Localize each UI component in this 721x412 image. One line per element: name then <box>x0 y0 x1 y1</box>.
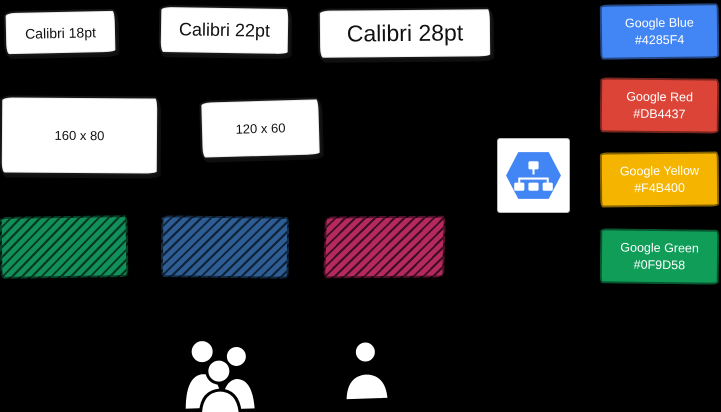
font-sample-22pt-box[interactable]: Calibri 22pt <box>158 4 291 57</box>
color-swatch-google-green[interactable]: Google Green #0F9D58 <box>599 228 720 285</box>
size-sample-120x60-box[interactable]: 120 x 60 <box>199 97 322 160</box>
size-sample-160x80-box[interactable]: 160 x 80 <box>0 95 160 176</box>
swatch-hex: #4285F4 <box>634 32 685 48</box>
font-sample-18pt-label: Calibri 18pt <box>24 23 97 42</box>
network-hexagon-card[interactable] <box>497 138 570 213</box>
color-swatch-google-yellow[interactable]: Google Yellow #F4B400 <box>599 151 720 208</box>
swatch-hex: #F4B400 <box>634 180 685 196</box>
font-sample-28pt-box[interactable]: Calibri 28pt <box>317 7 493 60</box>
size-sample-160x80-label: 160 x 80 <box>54 127 105 144</box>
font-sample-22pt-label: Calibri 22pt <box>178 19 271 41</box>
person-icon[interactable] <box>337 337 395 403</box>
color-swatch-google-red[interactable]: Google Red #DB4437 <box>599 77 720 134</box>
network-hexagon-icon <box>506 152 561 199</box>
swatch-name: Google Yellow <box>619 163 700 179</box>
color-swatch-google-blue[interactable]: Google Blue #4285F4 <box>599 3 720 60</box>
swatch-hex: #DB4437 <box>633 106 686 122</box>
swatch-name: Google Green <box>620 240 699 256</box>
pink-hatch-swatch[interactable] <box>323 215 446 279</box>
green-hatch-swatch[interactable] <box>0 215 129 279</box>
font-sample-18pt-box[interactable]: Calibri 18pt <box>3 8 118 57</box>
font-sample-28pt-label: Calibri 28pt <box>346 19 464 47</box>
swatch-name: Google Red <box>626 89 694 105</box>
swatch-name: Google Blue <box>624 15 694 31</box>
blue-hatch-swatch[interactable] <box>160 215 290 279</box>
swatch-hex: #0F9D58 <box>633 257 686 273</box>
size-sample-120x60-label: 120 x 60 <box>235 120 286 137</box>
people-group-icon[interactable] <box>171 333 272 412</box>
